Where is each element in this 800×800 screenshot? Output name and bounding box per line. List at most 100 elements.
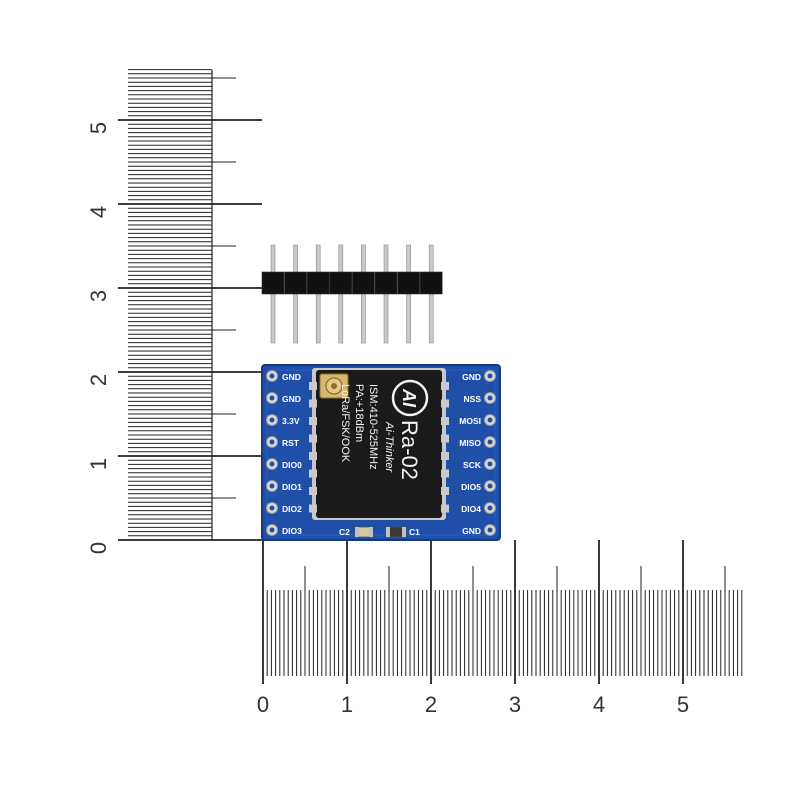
header-block <box>352 271 375 295</box>
capacitor-c1: C1 <box>385 526 420 538</box>
capacitor-terminal <box>402 527 406 537</box>
hruler-label-3: 3 <box>509 692 521 717</box>
right-pin-label: GND <box>462 526 481 536</box>
module-pad <box>441 487 449 495</box>
header-block <box>284 271 307 295</box>
pin-pad-hole <box>487 483 493 489</box>
ra02-module: AI Ra-02 Ai-Thinker ISM:410-525MHz PA:+1… <box>309 368 449 520</box>
pin-pad-hole <box>487 373 493 379</box>
pin-pad-hole <box>487 395 493 401</box>
module-pad <box>441 417 449 425</box>
pin-pad-hole <box>487 461 493 467</box>
hruler-label-1: 1 <box>341 692 353 717</box>
chip-line-1: ISM:410-525MHz <box>367 384 379 470</box>
vertical-ruler-ticks <box>118 69 262 541</box>
left-pin-label: GND <box>282 394 301 404</box>
module-pad <box>441 452 449 460</box>
hruler-label-0: 0 <box>257 692 269 717</box>
horizontal-ruler: 0 1 2 3 4 5 <box>257 540 743 717</box>
horizontal-ruler-ticks <box>262 540 743 684</box>
capacitor-label-c2: C2 <box>339 527 350 537</box>
left-pin-label: DIO2 <box>282 504 302 514</box>
pin-pad-hole <box>269 439 275 445</box>
pin-pad-hole <box>487 417 493 423</box>
right-pin-label: SCK <box>463 460 482 470</box>
module-pad <box>441 469 449 478</box>
header-block <box>261 271 285 295</box>
capacitor-label-c1: C1 <box>409 527 420 537</box>
chip-model: Ra-02 <box>397 420 422 480</box>
left-pin-label: RST <box>282 438 300 448</box>
right-pin-label: MISO <box>459 438 481 448</box>
module-pad <box>309 469 317 478</box>
vruler-label-4: 4 <box>86 206 111 218</box>
right-pin-label: MOSI <box>459 416 481 426</box>
left-pin-label: DIO3 <box>282 526 302 536</box>
left-pin-label: GND <box>282 372 301 382</box>
vruler-label-5: 5 <box>86 122 111 134</box>
lora-module-board: GND GND 3.3V RST DIO0 DIO1 DIO2 DIO3 GND… <box>261 364 501 541</box>
header-block <box>397 271 420 295</box>
module-pad <box>441 504 449 513</box>
pin-pad-hole <box>269 373 275 379</box>
ai-logo-ring <box>391 379 429 417</box>
module-pad <box>309 452 317 460</box>
vertical-ruler: 0 1 2 3 4 5 <box>86 69 262 554</box>
chip-markings: AI Ra-02 Ai-Thinker ISM:410-525MHz PA:+1… <box>339 379 429 480</box>
pin-pad-hole <box>269 527 275 533</box>
hruler-label-5: 5 <box>677 692 689 717</box>
vruler-label-0: 0 <box>86 542 111 554</box>
pin-pad-hole <box>269 395 275 401</box>
left-pin-label: DIO1 <box>282 482 302 492</box>
right-pin-labels: GND NSS MOSI MISO SCK DIO5 DIO4 GND <box>459 372 482 536</box>
left-pin-labels: GND GND 3.3V RST DIO0 DIO1 DIO2 DIO3 <box>282 372 302 536</box>
module-pad <box>309 434 317 443</box>
module-pad <box>309 382 317 390</box>
module-pad <box>309 504 317 513</box>
pin-pad-hole <box>269 461 275 467</box>
pin-pad-hole <box>269 417 275 423</box>
header-block <box>329 271 353 295</box>
module-pad <box>441 434 449 443</box>
capacitor-terminal <box>355 527 359 537</box>
right-pin-label: DIO4 <box>461 504 481 514</box>
right-pin-label: GND <box>462 372 481 382</box>
module-shield <box>316 370 442 518</box>
module-side-pads <box>309 382 449 513</box>
module-pad <box>441 382 449 390</box>
left-pin-label: 3.3V <box>282 416 300 426</box>
antenna-connector-center <box>331 383 337 389</box>
hruler-label-4: 4 <box>593 692 605 717</box>
left-pin-label: DIO0 <box>282 460 302 470</box>
vruler-label-1: 1 <box>86 458 111 470</box>
chip-line-2: PA:+18dBm <box>353 384 365 442</box>
module-pad <box>309 399 317 408</box>
hruler-label-2: 2 <box>425 692 437 717</box>
pin-pad-hole <box>269 483 275 489</box>
capacitor-terminal <box>386 527 390 537</box>
pin-pad-hole <box>269 505 275 511</box>
module-pad <box>309 417 317 425</box>
capacitor-terminal <box>369 527 373 537</box>
pin-pad-hole <box>487 527 493 533</box>
module-pad <box>441 399 449 408</box>
vruler-label-2: 2 <box>86 374 111 386</box>
pin-pad-hole <box>487 505 493 511</box>
chip-brand: Ai-Thinker <box>383 421 395 473</box>
vruler-label-3: 3 <box>86 290 111 302</box>
module-pad <box>309 487 317 495</box>
ai-logo: AI <box>399 388 419 408</box>
right-pin-pads <box>484 370 496 536</box>
horizontal-ruler-labels: 0 1 2 3 4 5 <box>257 692 689 717</box>
capacitor-c2: C2 <box>339 526 374 538</box>
chip-line-3: LoRa/FSK/OOK <box>339 384 351 463</box>
vertical-ruler-labels: 0 1 2 3 4 5 <box>86 122 111 554</box>
header-block <box>419 271 443 295</box>
right-pin-label: DIO5 <box>461 482 481 492</box>
header-block <box>374 271 398 295</box>
pin-header <box>261 244 443 344</box>
header-block <box>306 271 330 295</box>
right-pin-label: NSS <box>464 394 482 404</box>
pin-pad-hole <box>487 439 493 445</box>
